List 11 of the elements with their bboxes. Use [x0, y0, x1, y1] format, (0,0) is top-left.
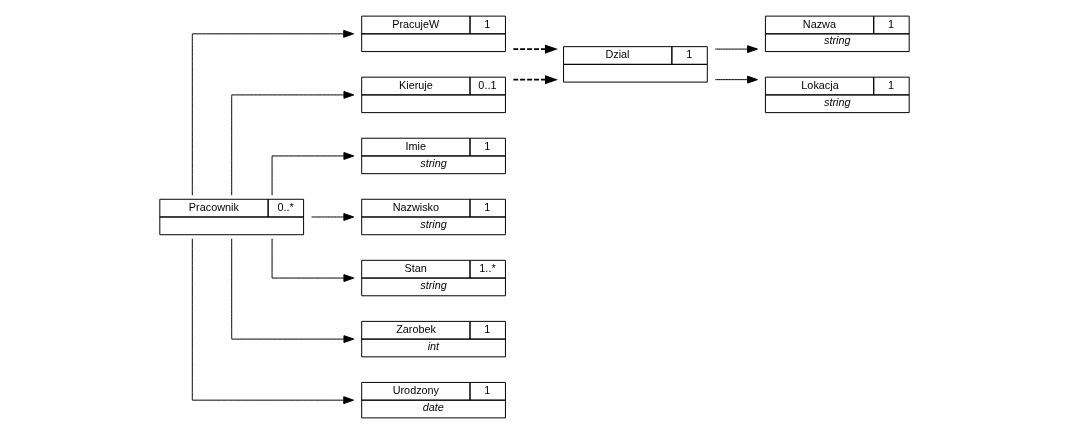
arrow [512, 75, 558, 85]
arrow [311, 213, 355, 221]
arrow [271, 152, 355, 196]
arrow [231, 238, 355, 344]
arrow [714, 75, 758, 84]
arrow [191, 29, 355, 196]
arrow [512, 44, 558, 54]
arrow [271, 238, 355, 282]
arrow [714, 45, 758, 54]
arrow [231, 90, 355, 196]
arrow [191, 238, 355, 405]
